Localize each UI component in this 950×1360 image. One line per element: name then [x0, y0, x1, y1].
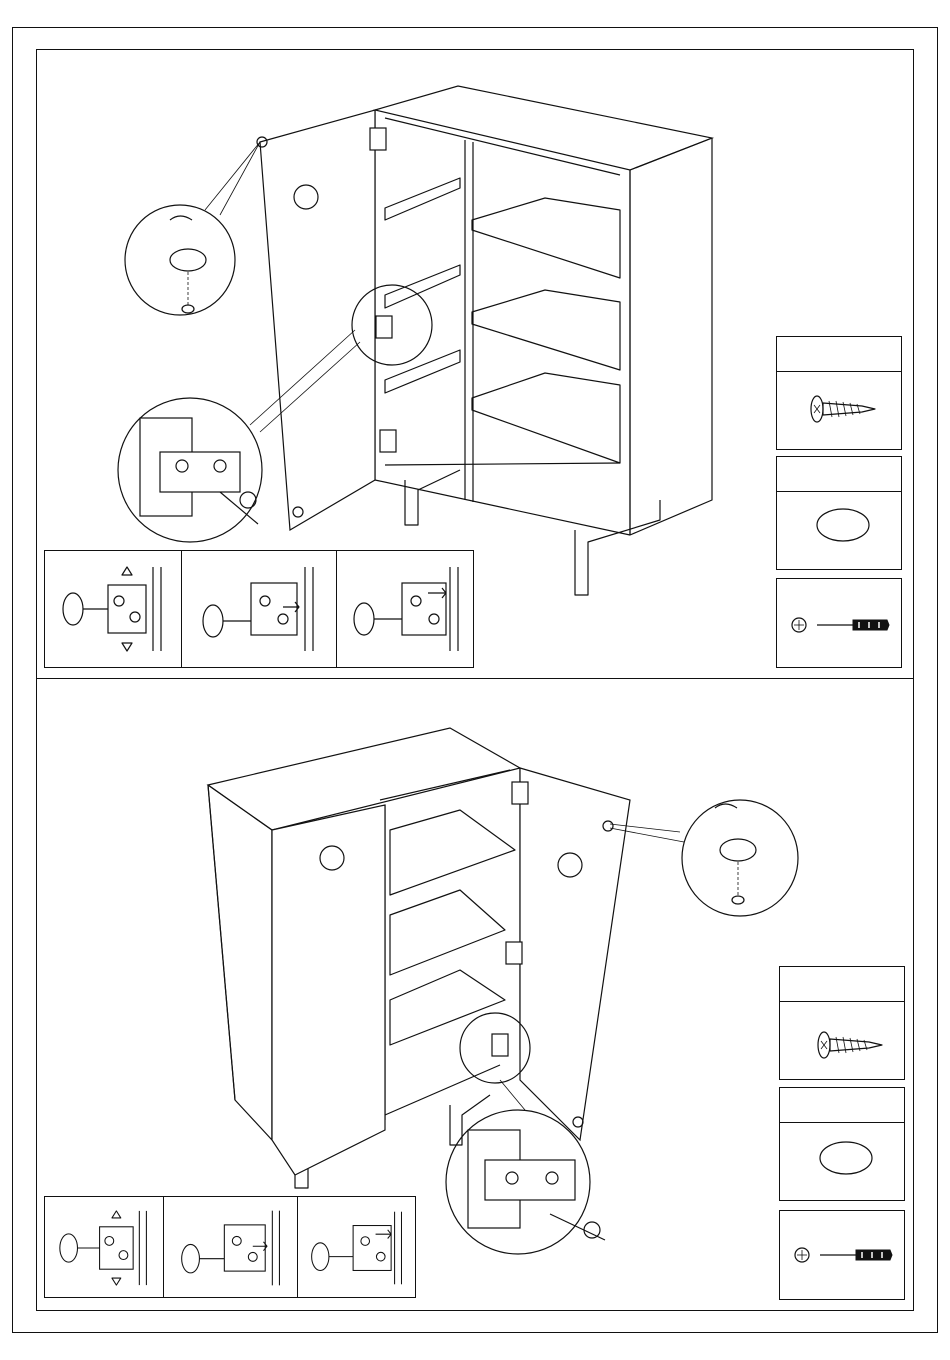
part-box-bumper-step-1	[776, 456, 902, 570]
screwdriver-icon	[789, 615, 893, 635]
adjust-cell-vertical	[45, 551, 182, 667]
hinge-side-adjust-icon	[303, 1205, 411, 1291]
screw-icon	[807, 387, 877, 427]
cabinet-illustration-step-1	[100, 80, 720, 610]
part-qty-header	[777, 337, 901, 372]
part-box-screw-step-2	[779, 966, 905, 1080]
adjust-cell-depth	[163, 1197, 298, 1297]
part-box-screwdriver-step-1	[776, 578, 902, 668]
step-divider	[36, 678, 914, 679]
adjust-cell-vertical	[45, 1197, 164, 1297]
part-qty-header	[780, 1088, 904, 1123]
hinge-adjust-strip-step-2	[44, 1196, 416, 1298]
part-qty-header	[780, 967, 904, 1002]
screw-icon	[814, 1023, 884, 1063]
cabinet-illustration-step-2	[200, 720, 800, 1260]
hinge-depth-adjust-icon	[191, 563, 326, 655]
bumper-pad-icon	[815, 507, 871, 543]
adjust-cell-side	[336, 551, 473, 667]
part-qty-header	[777, 457, 901, 492]
adjust-cell-side	[297, 1197, 415, 1297]
hinge-adjust-strip-step-1	[44, 550, 474, 668]
bumper-pad-icon	[818, 1140, 874, 1176]
hinge-depth-adjust-icon	[171, 1205, 291, 1291]
adjust-cell-depth	[181, 551, 337, 667]
hinge-vertical-adjust-icon	[51, 1205, 157, 1291]
screwdriver-icon	[792, 1245, 896, 1265]
part-box-screw-step-1	[776, 336, 902, 450]
part-box-screwdriver-step-2	[779, 1210, 905, 1300]
hinge-vertical-adjust-icon	[53, 563, 173, 655]
part-box-bumper-step-2	[779, 1087, 905, 1201]
hinge-side-adjust-icon	[344, 563, 469, 655]
